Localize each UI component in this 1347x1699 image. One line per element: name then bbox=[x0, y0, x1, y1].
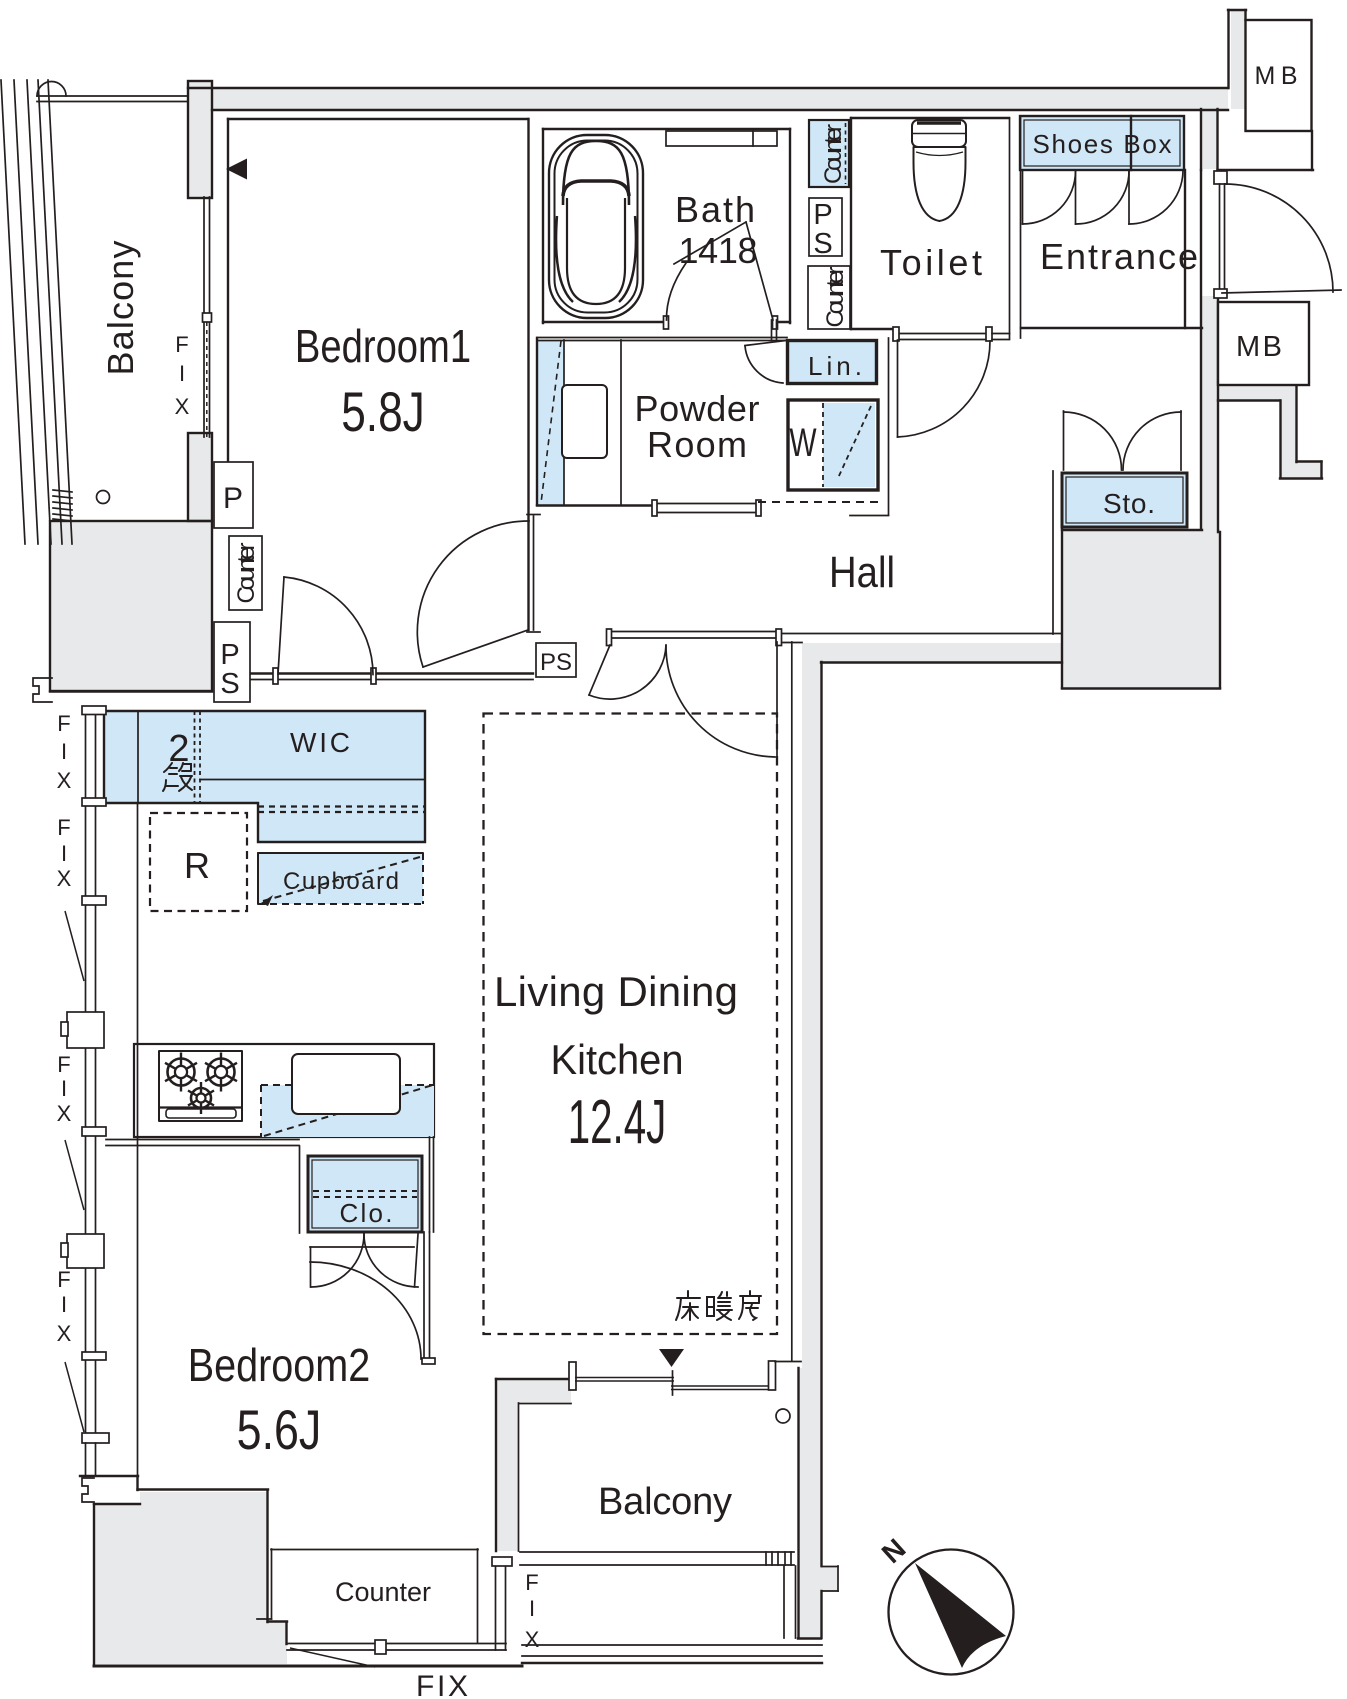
svg-text:WIC: WIC bbox=[290, 727, 350, 758]
svg-text:Balcony: Balcony bbox=[598, 1481, 732, 1523]
svg-text:X: X bbox=[525, 1627, 540, 1652]
svg-text:Entrance: Entrance bbox=[1040, 236, 1198, 277]
svg-text:5.6J: 5.6J bbox=[237, 1398, 322, 1461]
svg-text:PS: PS bbox=[540, 649, 572, 676]
svg-text:Balcony: Balcony bbox=[100, 241, 141, 376]
svg-text:X: X bbox=[57, 866, 72, 891]
svg-text:Counter: Counter bbox=[822, 267, 849, 328]
svg-text:Shoes Box: Shoes Box bbox=[1033, 129, 1172, 159]
svg-text:R: R bbox=[184, 845, 210, 886]
svg-text:Bath: Bath bbox=[675, 189, 755, 230]
svg-text:F: F bbox=[57, 711, 70, 736]
svg-text:F: F bbox=[57, 1267, 70, 1292]
svg-text:Living Dining: Living Dining bbox=[494, 968, 738, 1015]
svg-text:Sto.: Sto. bbox=[1103, 488, 1155, 519]
svg-text:Powder: Powder bbox=[635, 388, 760, 429]
svg-text:W: W bbox=[789, 420, 816, 465]
svg-text:I: I bbox=[61, 841, 67, 866]
svg-text:P: P bbox=[813, 199, 832, 231]
svg-text:X: X bbox=[57, 1321, 72, 1346]
svg-text:P: P bbox=[220, 639, 239, 671]
svg-text:5.8J: 5.8J bbox=[341, 380, 425, 443]
svg-text:Toilet: Toilet bbox=[880, 242, 982, 283]
svg-text:F: F bbox=[175, 332, 188, 357]
svg-text:FIX: FIX bbox=[416, 1670, 468, 1699]
svg-text:I: I bbox=[61, 1292, 67, 1317]
svg-text:Cupboard: Cupboard bbox=[283, 868, 399, 895]
svg-text:S: S bbox=[220, 668, 239, 700]
svg-text:Room: Room bbox=[647, 424, 747, 465]
svg-text:Counter: Counter bbox=[335, 1577, 431, 1607]
svg-text:P: P bbox=[223, 482, 243, 515]
svg-text:MB: MB bbox=[1236, 331, 1282, 363]
svg-text:X: X bbox=[57, 1101, 72, 1126]
svg-text:I: I bbox=[179, 361, 185, 386]
svg-text:Hall: Hall bbox=[829, 548, 895, 597]
svg-text:Counter: Counter bbox=[233, 543, 260, 604]
svg-text:12.4J: 12.4J bbox=[568, 1088, 667, 1157]
svg-text:I: I bbox=[529, 1596, 535, 1621]
svg-text:S: S bbox=[813, 228, 832, 260]
svg-text:F: F bbox=[57, 1052, 70, 1077]
svg-text:X: X bbox=[175, 394, 190, 419]
svg-text:1418: 1418 bbox=[679, 230, 758, 271]
svg-text:Bedroom1: Bedroom1 bbox=[295, 321, 471, 372]
svg-text:F: F bbox=[525, 1570, 538, 1595]
svg-text:Kitchen: Kitchen bbox=[550, 1036, 683, 1083]
svg-text:Bedroom2: Bedroom2 bbox=[188, 1340, 370, 1391]
svg-text:2: 2 bbox=[168, 728, 189, 770]
svg-text:I: I bbox=[61, 739, 67, 764]
svg-text:X: X bbox=[57, 768, 72, 793]
svg-text:Counter: Counter bbox=[820, 124, 847, 184]
svg-text:I: I bbox=[61, 1076, 67, 1101]
svg-text:Clo.: Clo. bbox=[340, 1198, 393, 1228]
svg-text:F: F bbox=[57, 815, 70, 840]
